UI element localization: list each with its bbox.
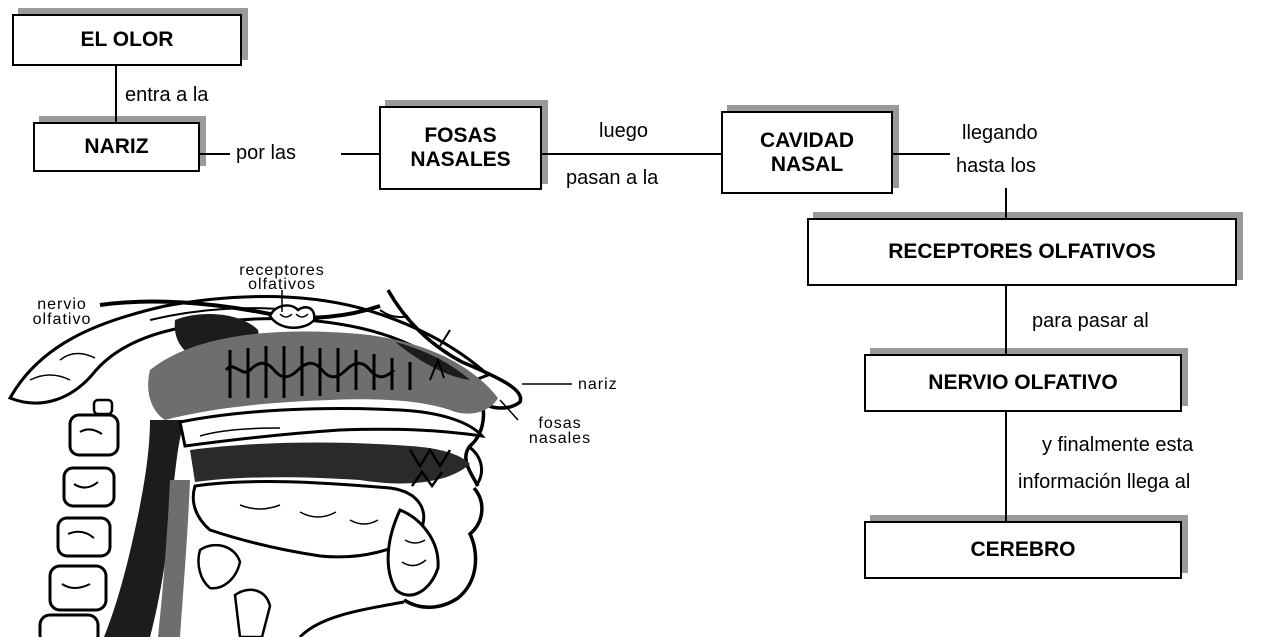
box-cavidad-nasal: CAVIDAD NASAL	[721, 111, 893, 194]
box-nariz-text: NARIZ	[84, 135, 149, 159]
label-finalmente-1: y finalmente esta	[1042, 434, 1194, 456]
upper-lip	[467, 444, 484, 487]
box-cerebro-text: CEREBRO	[970, 538, 1076, 562]
label-finalmente-2: información llega al	[1018, 471, 1191, 493]
illus-label-nervio-2: olfativo	[33, 311, 92, 328]
oral-cavity	[190, 442, 470, 484]
leader-fosas	[499, 399, 519, 421]
label-por-las: por las	[236, 142, 297, 164]
hard-palate	[178, 407, 486, 448]
label-hasta-los: hasta los	[956, 155, 1037, 177]
olfactory-receptor-bump	[268, 304, 316, 329]
label-entra-a-la: entra a la	[125, 84, 209, 106]
label-para-pasar-al: para pasar al	[1032, 310, 1149, 332]
line-nariz-porlas	[200, 153, 230, 155]
jaw-bone	[386, 508, 440, 597]
lower-lip-chin	[403, 486, 484, 609]
neck-outline	[298, 600, 405, 637]
head-sagittal-illustration: receptores olfativos nervio olfativo nar…	[7, 262, 618, 637]
box-nariz: NARIZ	[33, 122, 200, 172]
box-nervio-olfativo: NERVIO OLFATIVO	[864, 354, 1182, 412]
label-llegando: llegando	[962, 122, 1038, 144]
line-nervio-cerebro	[1005, 412, 1007, 521]
label-pasan-a-la: pasan a la	[566, 167, 659, 189]
olfactory-nerve-fiber	[99, 299, 381, 320]
illus-label-fosas-2: nasales	[529, 430, 591, 447]
line-receptores-nervio	[1005, 286, 1007, 354]
box-receptores-text: RECEPTORES OLFATIVOS	[888, 240, 1156, 264]
line-to-receptores	[1005, 188, 1007, 218]
box-nervio-text: NERVIO OLFATIVO	[928, 371, 1118, 395]
line-porlas-fosas	[341, 153, 379, 155]
box-cavidad-line1: CAVIDAD	[759, 128, 855, 152]
illus-label-receptores-1: receptores	[239, 262, 325, 279]
label-luego: luego	[599, 120, 648, 142]
pharynx	[104, 420, 185, 637]
box-el-olor: EL OLOR	[12, 14, 242, 66]
box-cavidad-line2: NASAL	[770, 152, 844, 176]
line-cavidad-llegando	[893, 153, 950, 155]
illus-label-fosas-1: fosas	[538, 415, 581, 432]
line-olor-nariz	[115, 66, 117, 122]
illus-label-nariz: nariz	[578, 376, 618, 393]
box-cerebro: CEREBRO	[864, 521, 1182, 579]
vertebrae-group	[38, 413, 120, 637]
box-el-olor-text: EL OLOR	[80, 28, 174, 52]
box-fosas-nasales: FOSAS NASALES	[379, 106, 542, 190]
box-receptores-olfativos: RECEPTORES OLFATIVOS	[807, 218, 1237, 286]
illus-label-receptores-2: olfativos	[248, 276, 316, 293]
box-fosas-line1: FOSAS	[424, 124, 497, 148]
illus-label-nervio-1: nervio	[37, 296, 87, 313]
line-fosas-cavidad	[542, 153, 721, 155]
box-fosas-line2: NASALES	[410, 148, 511, 171]
